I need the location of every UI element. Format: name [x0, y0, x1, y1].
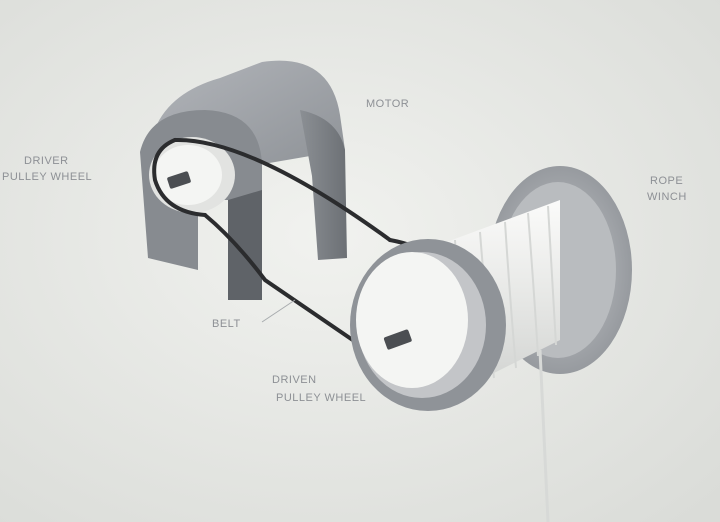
leader-lines: [261, 299, 296, 323]
label-driven-line2: PULLEY WHEEL: [276, 392, 367, 404]
label-motor: MOTOR: [366, 98, 410, 110]
label-driver-line1: DRIVER: [24, 155, 69, 167]
label-rope-line2: WINCH: [647, 191, 687, 203]
driven-shaft-key: [383, 329, 412, 350]
driver-shaft-key: [167, 171, 191, 189]
label-rope-line1: ROPE: [650, 175, 684, 187]
winch-rope: [538, 349, 550, 522]
belt-around-driver: [152, 138, 207, 217]
motor-slot: [228, 190, 262, 300]
driven-pulley-wheel: [356, 252, 468, 388]
label-belt: BELT: [212, 318, 241, 330]
label-driven-line1: DRIVEN: [272, 374, 317, 386]
driven-pulley: [350, 239, 506, 411]
label-driver-line2: PULLEY WHEEL: [2, 171, 93, 183]
motor-right-side: [300, 110, 347, 260]
belt-leader-line: [261, 299, 296, 323]
belt-upper-run: [173, 137, 392, 242]
